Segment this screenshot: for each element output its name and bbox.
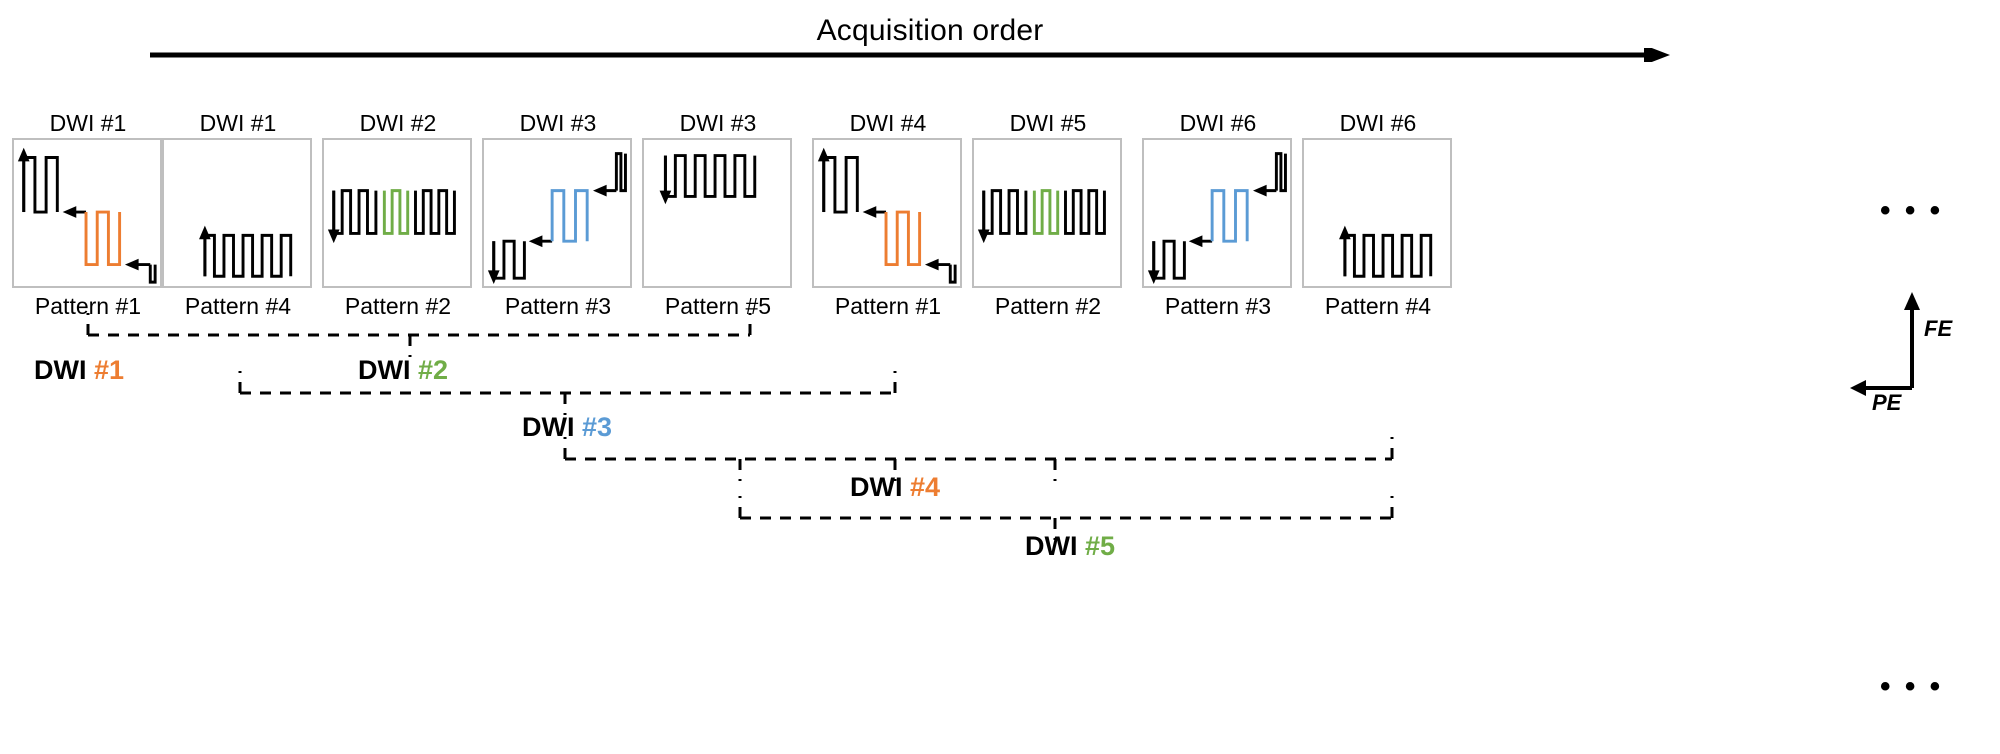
- acquisition-panel-9[interactable]: DWI #6 Pattern #4: [1302, 108, 1454, 322]
- kspace-trajectory-box[interactable]: [972, 138, 1122, 288]
- epi-zigzag-icon: [327, 189, 456, 244]
- panel-title: DWI #1: [199, 110, 277, 136]
- panel-title: DWI #4: [849, 110, 927, 136]
- epi-zigzag-icon: [199, 225, 293, 278]
- panel-title: DWI #3: [679, 110, 757, 136]
- panel-title: DWI #6: [1339, 110, 1417, 136]
- acquisition-panel-2[interactable]: DWI #1 Pattern #4: [162, 108, 314, 322]
- panel-caption: Pattern #1: [834, 293, 942, 319]
- axis-label-fe: FE: [1924, 316, 1953, 341]
- dwi-group-number: #3: [582, 412, 613, 442]
- panel-caption: Pattern #2: [344, 293, 452, 319]
- epi-zigzag-icon: [1147, 152, 1287, 285]
- panel-caption: Pattern #2: [994, 293, 1102, 319]
- panel-caption: Pattern #1: [34, 293, 142, 319]
- strip-ellipsis: • • •: [1880, 194, 1944, 227]
- bracket-2: [238, 371, 897, 415]
- dwi-group-label-3: DWI #3: [522, 412, 612, 443]
- dwi-group-number: #4: [910, 472, 941, 502]
- dwi-group-label-5: DWI #5: [1025, 531, 1115, 562]
- kspace-trajectory-box[interactable]: [812, 138, 962, 288]
- epi-zigzag-icon: [17, 147, 157, 284]
- kspace-trajectory-box[interactable]: [482, 138, 632, 288]
- epi-zigzag-icon: [977, 189, 1106, 244]
- epi-zigzag-icon: [659, 154, 757, 205]
- panel-caption: Pattern #3: [504, 293, 612, 319]
- panel-caption: Pattern #4: [184, 293, 292, 319]
- dwi-group-number: #2: [418, 355, 449, 385]
- acquisition-panel-5[interactable]: DWI #3 Pattern #5: [642, 108, 794, 322]
- acquisition-panel-6[interactable]: DWI #4 Pattern #1: [812, 108, 964, 322]
- dwi-group-label-4: DWI #4: [850, 472, 940, 503]
- dwi-group-number: #1: [94, 355, 125, 385]
- panel-title: DWI #3: [519, 110, 597, 136]
- dwi-group-prefix: DWI: [34, 355, 87, 385]
- dwi-group-prefix: DWI: [1025, 531, 1078, 561]
- dwi-group-label-2: DWI #2: [358, 355, 448, 386]
- epi-zigzag-icon: [817, 147, 957, 284]
- panel-strip: DWI #1 Pattern #1 DWI #1 Pattern #4 DWI #2 Pa…: [0, 108, 2000, 319]
- acquisition-panel-3[interactable]: DWI #2 Pattern #2: [322, 108, 474, 322]
- acquisition-panel-7[interactable]: DWI #5 Pattern #2: [972, 108, 1124, 322]
- epi-zigzag-icon: [487, 152, 627, 285]
- page-title: Acquisition order: [816, 14, 1044, 47]
- kspace-trajectory-box[interactable]: [1142, 138, 1292, 288]
- dwi-group-number: #5: [1085, 531, 1116, 561]
- acquisition-order-arrow-icon: [150, 48, 1670, 62]
- acquisition-panel-4[interactable]: DWI #3 Pattern #3: [482, 108, 634, 322]
- panel-caption: Pattern #4: [1324, 293, 1432, 319]
- panel-caption: Pattern #5: [664, 293, 772, 319]
- orientation-axes: FE PE: [1850, 288, 2000, 415]
- axis-label-pe: PE: [1872, 390, 1902, 415]
- panel-title: DWI #6: [1179, 110, 1257, 136]
- kspace-trajectory-box[interactable]: [162, 138, 312, 288]
- kspace-trajectory-box[interactable]: [322, 138, 472, 288]
- panel-title: DWI #1: [49, 110, 127, 136]
- acquisition-panel-8[interactable]: DWI #6 Pattern #3: [1142, 108, 1294, 322]
- dwi-group-prefix: DWI: [850, 472, 903, 502]
- bracket-3: [563, 437, 1394, 481]
- kspace-trajectory-box[interactable]: [1302, 138, 1452, 288]
- bottom-ellipsis: • • •: [1880, 670, 1944, 703]
- kspace-trajectory-box[interactable]: [642, 138, 792, 288]
- panel-title: DWI #5: [1009, 110, 1087, 136]
- dwi-group-prefix: DWI: [522, 412, 575, 442]
- panel-caption: Pattern #3: [1164, 293, 1272, 319]
- kspace-trajectory-box[interactable]: [12, 138, 162, 288]
- acquisition-panel-1[interactable]: DWI #1 Pattern #1: [12, 108, 164, 322]
- dwi-group-label-1: DWI #1: [34, 355, 124, 386]
- panel-title: DWI #2: [359, 110, 437, 136]
- epi-zigzag-icon: [1339, 225, 1433, 278]
- dwi-group-prefix: DWI: [358, 355, 411, 385]
